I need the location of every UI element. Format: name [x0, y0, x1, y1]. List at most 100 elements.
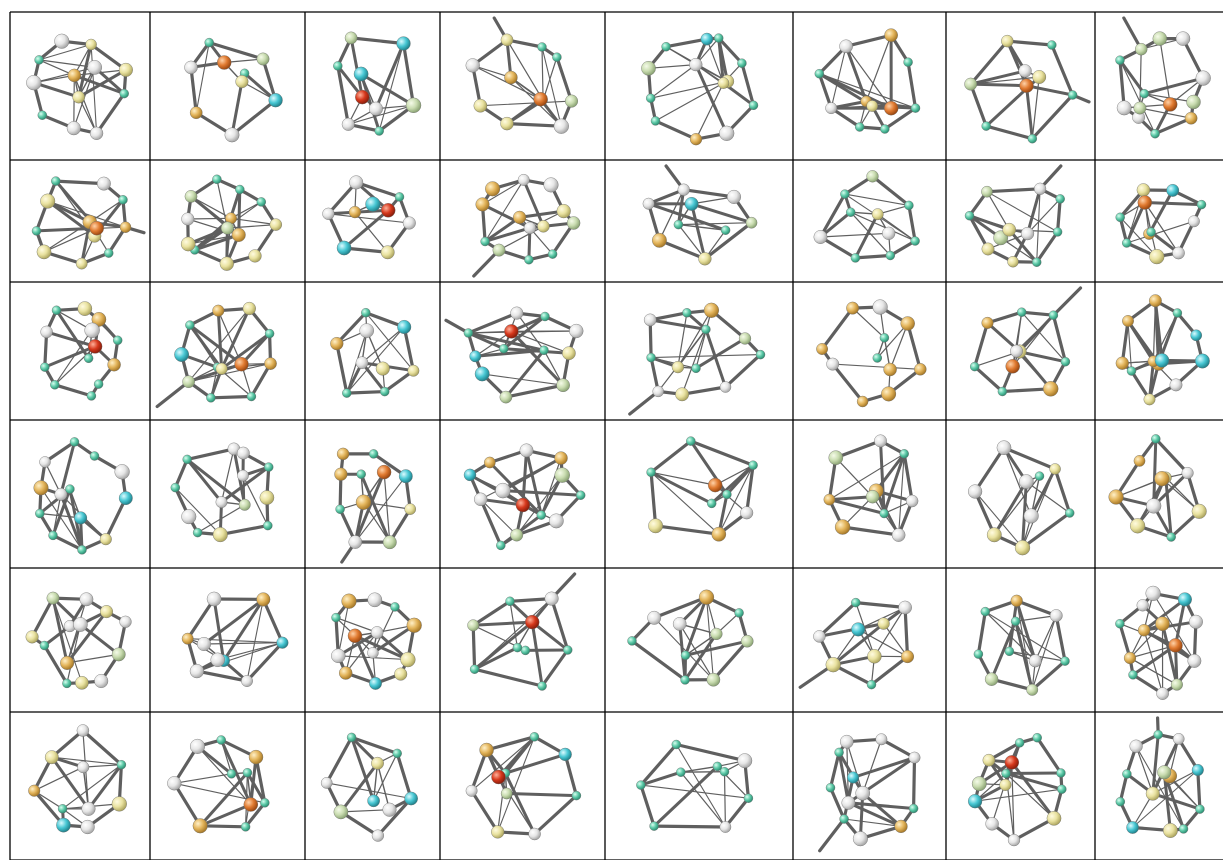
graph-node-teal	[540, 346, 549, 355]
graph-node-white	[909, 752, 920, 763]
graph-edge	[55, 385, 92, 396]
graph-edge	[909, 205, 915, 241]
graph-edge	[1037, 232, 1058, 262]
graph-node-teal	[70, 437, 79, 446]
graph-node-white	[182, 509, 197, 524]
graph-edge	[676, 745, 745, 761]
graph-node-teal	[744, 794, 753, 803]
graph-node-white	[906, 495, 918, 507]
graph-node-gold	[1149, 295, 1161, 307]
graph-node-teal	[1116, 797, 1125, 806]
graph-node-teal	[541, 312, 550, 321]
graph-node-teal	[1005, 647, 1014, 656]
graph-node-white	[882, 227, 895, 240]
graph-cell	[185, 38, 283, 142]
graph-node-white	[73, 617, 87, 631]
graph-node-teal	[185, 321, 194, 330]
graph-node-red-orange	[88, 339, 102, 353]
graph-node-teal	[243, 768, 252, 777]
graph-edge	[914, 758, 915, 809]
graph-cell	[26, 34, 132, 140]
graph-node-teal	[676, 768, 685, 777]
graph-edge	[833, 364, 863, 401]
graph-node-white	[185, 61, 198, 74]
graph-node-white	[1146, 586, 1161, 601]
graph-edge	[499, 777, 535, 834]
graph-node-cyan	[1155, 353, 1169, 367]
graph-cell	[182, 592, 288, 687]
graph-node-pale-yellow	[401, 652, 416, 667]
graph-edge	[175, 488, 220, 535]
graph-node-gold	[182, 633, 193, 644]
graph-node-pale-yellow	[40, 194, 55, 209]
graph-node-teal	[867, 680, 876, 689]
graph-node-white	[349, 176, 363, 190]
graph-node-teal	[707, 499, 716, 508]
graph-node-light-green	[1027, 684, 1038, 695]
graph-node-white	[1157, 688, 1169, 700]
graph-node-teal	[1056, 769, 1065, 778]
graph-edge	[696, 83, 723, 139]
graph-node-pale-yellow	[987, 528, 1001, 542]
graph-edge	[1052, 45, 1073, 95]
graph-node-cyan	[475, 367, 489, 381]
graph-cell	[40, 302, 122, 401]
graph-node-white	[1196, 71, 1211, 86]
graph-node-white	[207, 592, 221, 606]
graph-node-teal	[835, 748, 844, 757]
graph-node-teal	[1053, 227, 1062, 236]
graph-node-pale-yellow	[112, 797, 127, 812]
graph-node-teal	[647, 468, 656, 477]
graph-node-teal	[113, 336, 122, 345]
graph-node-teal	[481, 237, 490, 246]
graph-node-white	[77, 725, 89, 737]
graph-edge	[1006, 773, 1061, 774]
graph-edge	[975, 367, 1003, 392]
graph-node-white	[813, 630, 825, 642]
graph-node-teal	[681, 675, 690, 684]
graph-edge	[475, 669, 542, 686]
graph-node-pale-yellow	[1003, 223, 1016, 236]
graph-node-pale-yellow	[45, 751, 58, 764]
graph-cell	[171, 443, 274, 542]
graph-node-pale-yellow	[213, 527, 228, 542]
graph-cell	[1116, 718, 1205, 838]
graph-node-white	[1188, 216, 1199, 227]
graph-node-light-green	[183, 376, 195, 388]
graph-node-white	[544, 178, 559, 193]
graph-node-white	[524, 222, 536, 234]
graph-node-red-orange	[525, 615, 539, 629]
graph-node-light-green	[866, 490, 879, 503]
graph-node-white	[80, 593, 93, 606]
graph-node-light-green	[221, 222, 234, 235]
graph-node-cyan	[119, 491, 132, 504]
graph-node-gold	[1185, 112, 1197, 124]
graph-edge	[821, 194, 845, 237]
graph-node-pale-yellow	[394, 668, 407, 681]
graph-node-gold	[68, 69, 81, 82]
graph-node-pale-yellow	[1163, 823, 1177, 837]
graph-node-white	[1170, 379, 1182, 391]
graph-node-teal	[1033, 733, 1042, 742]
graph-node-gold	[1116, 357, 1129, 370]
graph-edge	[978, 612, 985, 655]
graph-node-teal	[183, 455, 192, 464]
graph-node-teal	[361, 308, 370, 317]
graph-node-light-green	[829, 451, 843, 465]
graph-node-gold	[652, 233, 666, 247]
graph-node-light-green	[867, 170, 879, 182]
graph-node-gold	[712, 527, 726, 541]
graph-node-white	[876, 734, 887, 745]
graph-node-red-orange	[516, 498, 530, 512]
graph-node-teal	[1122, 770, 1131, 779]
graph-node-white	[673, 617, 686, 630]
graph-node-light-green	[112, 648, 125, 661]
graph-cell	[1109, 434, 1207, 541]
graph-node-white	[842, 796, 855, 809]
graph-node-white	[368, 593, 382, 607]
graph-edge	[846, 35, 891, 46]
graph-node-teal	[1068, 91, 1077, 100]
graph-node-teal	[686, 437, 695, 446]
graph-node-light-green	[641, 61, 655, 75]
graph-node-red-orange	[492, 770, 506, 784]
